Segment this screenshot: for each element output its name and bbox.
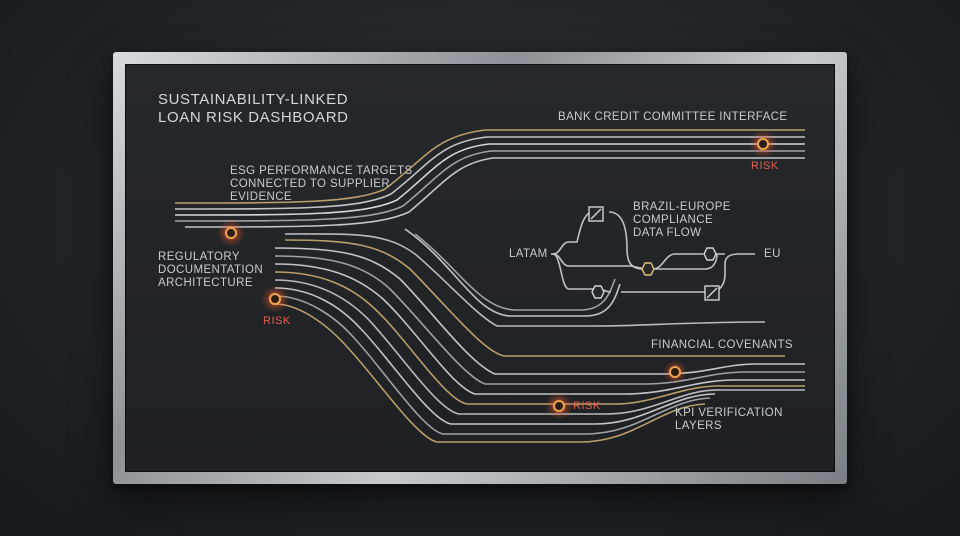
- lower-bundle: [274, 233, 805, 443]
- compliance-branch: [404, 228, 621, 317]
- dashboard-frame: SUSTAINABILITY-LINKED LOAN RISK DASHBOAR…: [113, 52, 847, 484]
- risk-nodes: [217, 130, 777, 420]
- hex-node-icon-3: [591, 285, 605, 299]
- flow-diagram: [174, 129, 805, 443]
- risk-node-kpi[interactable]: [545, 392, 573, 420]
- label-financial-covenants: FINANCIAL COVENANTS: [651, 339, 794, 351]
- compliance-icons: [588, 206, 720, 301]
- label-latam: LATAM: [509, 248, 548, 260]
- label-bank-interface: BANK CREDIT COMMITTEE INTERFACE: [558, 111, 788, 123]
- risk-node-regulatory[interactable]: [261, 285, 289, 313]
- risk-node-covenants[interactable]: [663, 360, 687, 384]
- risk-label-kpi: RISK: [573, 400, 601, 412]
- risk-label-bank: RISK: [751, 160, 779, 172]
- label-regulatory: REGULATORY DOCUMENTATION ARCHITECTURE: [158, 251, 264, 289]
- risk-node-esg[interactable]: [217, 219, 245, 247]
- dashboard-title: SUSTAINABILITY-LINKED LOAN RISK DASHBOAR…: [158, 91, 349, 126]
- label-eu: EU: [764, 248, 781, 260]
- label-esg-targets: ESG PERFORMANCE TARGETS CONNECTED TO SUP…: [230, 165, 413, 203]
- upper-bundle: [174, 129, 805, 228]
- hex-node-icon-2: [703, 247, 717, 261]
- label-kpi-verification: KPI VERIFICATION LAYERS: [675, 407, 783, 432]
- label-brazil-europe: BRAZIL-EUROPE COMPLIANCE DATA FLOW: [633, 201, 731, 239]
- risk-node-bank[interactable]: [749, 130, 777, 158]
- dashboard-screen: SUSTAINABILITY-LINKED LOAN RISK DASHBOAR…: [125, 64, 835, 472]
- hex-node-icon: [641, 262, 655, 276]
- risk-label-regulatory: RISK: [263, 315, 291, 327]
